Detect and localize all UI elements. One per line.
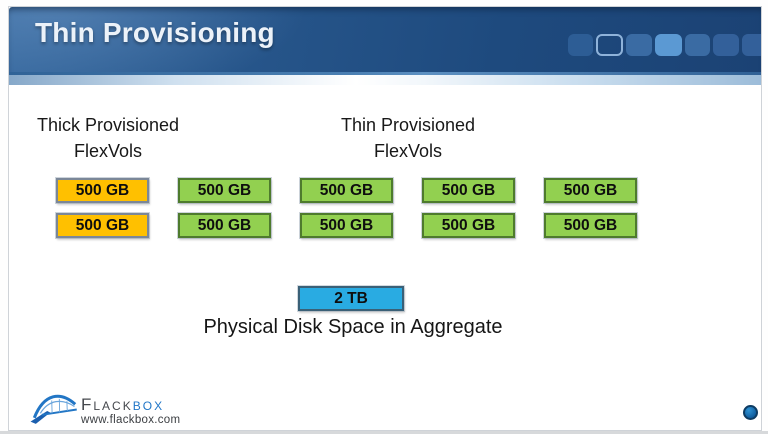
decorative-square-icon	[655, 34, 682, 56]
brand-name: Flackbox	[81, 395, 180, 414]
thin-label-line2: FlexVols	[373, 141, 443, 161]
thin-volume-box: 500 GB	[300, 213, 393, 238]
thin-volume-box: 500 GB	[178, 178, 271, 203]
brand-website: www.flackbox.com	[81, 414, 181, 426]
thick-label-line1: Thick Provisioned	[36, 115, 180, 135]
brand-name-flack: Flack	[81, 395, 133, 414]
bottom-edge-strip	[0, 431, 768, 434]
brand-text: Flackbox www.flackbox.com	[81, 395, 181, 426]
thin-volume-box: 500 GB	[300, 178, 393, 203]
thin-label-line1: Thin Provisioned	[340, 115, 476, 135]
footer-logo: Flackbox www.flackbox.com	[29, 391, 180, 430]
slide: Thin Provisioning Thick Provisioned Flex…	[8, 6, 762, 431]
thick-provisioned-label: Thick Provisioned FlexVols	[9, 112, 207, 164]
thin-volume-box: 500 GB	[422, 178, 515, 203]
thin-volume-box: 500 GB	[178, 213, 271, 238]
header-decorative-squares	[568, 34, 761, 56]
thick-volume-box: 500 GB	[56, 178, 149, 203]
flackbox-bridge-icon	[29, 391, 79, 430]
slide-title: Thin Provisioning	[35, 17, 275, 48]
header-gloss-band	[9, 75, 761, 85]
thin-volume-box: 500 GB	[422, 213, 515, 238]
thick-label-line2: FlexVols	[73, 141, 143, 161]
decorative-square-icon	[626, 34, 652, 56]
decorative-square-icon	[713, 34, 739, 56]
volume-row-2: 500 GB 500 GB 500 GB 500 GB 500 GB	[56, 213, 637, 238]
header-gloss-line	[9, 72, 761, 75]
decorative-square-icon	[742, 34, 761, 56]
decorative-square-icon	[596, 34, 623, 56]
decorative-square-icon	[685, 34, 710, 56]
brand-name-box: box	[132, 395, 165, 414]
aggregate-box: 2 TB	[298, 286, 404, 311]
aggregate-caption: Physical Disk Space in Aggregate	[203, 316, 503, 338]
decorative-square-icon	[568, 34, 593, 56]
thick-volume-box: 500 GB	[56, 213, 149, 238]
thin-provisioned-label: Thin Provisioned FlexVols	[308, 112, 508, 164]
volume-row-1: 500 GB 500 GB 500 GB 500 GB 500 GB	[56, 178, 637, 203]
nav-dot-icon	[743, 405, 758, 420]
thin-volume-box: 500 GB	[544, 213, 637, 238]
thin-volume-box: 500 GB	[544, 178, 637, 203]
title-bar: Thin Provisioning	[9, 7, 761, 85]
